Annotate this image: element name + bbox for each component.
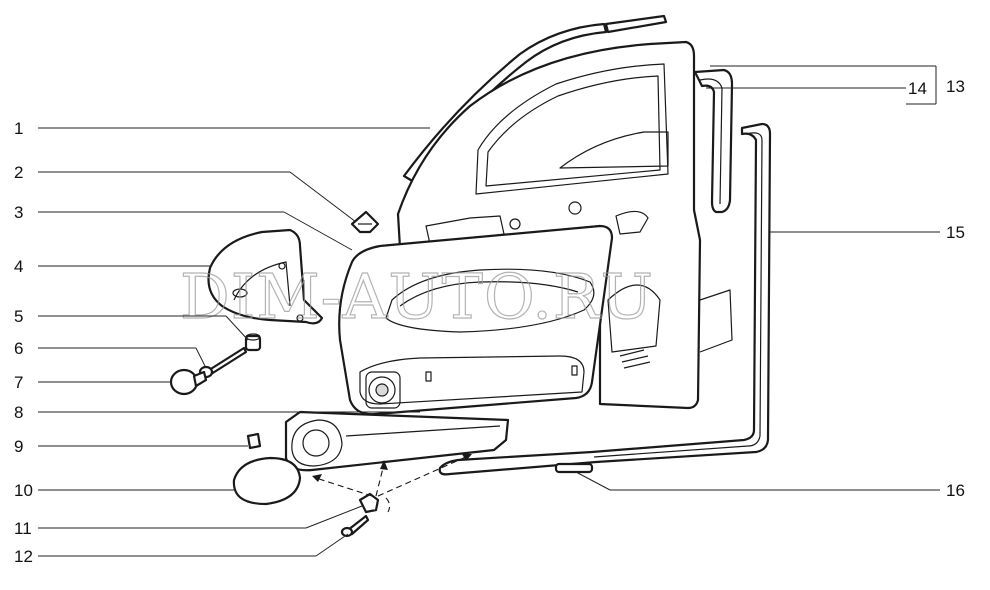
clip-9 (246, 432, 262, 450)
callout-11: 11 (14, 519, 32, 538)
callout-5: 5 (14, 307, 23, 326)
callout-6: 6 (14, 339, 23, 358)
watermark: DIM-AUTO.RU (180, 260, 654, 333)
callout-10: 10 (14, 481, 33, 500)
window-channel-seal-14 (693, 68, 734, 214)
armrest-bracket-4 (207, 228, 324, 325)
screw-12 (340, 514, 370, 538)
assembly-arrows (312, 454, 472, 513)
callout-12: 12 (14, 547, 33, 566)
callout-13: 13 (946, 77, 965, 96)
sill-seal-16 (554, 462, 594, 474)
callout-labels: 1 2 3 4 5 6 7 8 9 10 11 12 13 14 15 16 (14, 77, 965, 566)
spacer-bushing-5 (244, 333, 262, 352)
callout-7: 7 (14, 373, 23, 392)
callout-16: 16 (946, 481, 965, 500)
speaker-grille-10 (232, 456, 302, 506)
callout-9: 9 (14, 437, 23, 456)
door-trim-panel-3 (338, 224, 614, 416)
callout-1: 1 (14, 119, 23, 138)
trim-clip-2 (350, 210, 380, 234)
callout-8: 8 (14, 403, 23, 422)
callout-4: 4 (14, 257, 23, 276)
screw-6 (198, 346, 248, 379)
door-seal-15 (438, 122, 772, 476)
callout-14: 14 (908, 79, 927, 98)
cap-7 (169, 368, 208, 396)
nut-11 (358, 492, 380, 514)
callout-3: 3 (14, 203, 23, 222)
callout-15: 15 (946, 223, 965, 242)
callout-2: 2 (14, 163, 23, 182)
leader-lines (38, 65, 940, 557)
